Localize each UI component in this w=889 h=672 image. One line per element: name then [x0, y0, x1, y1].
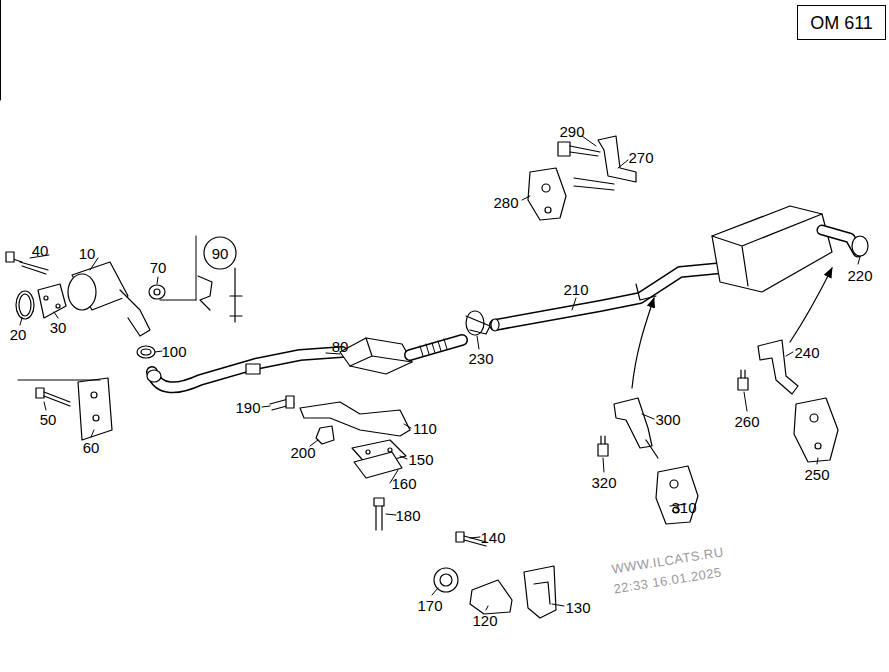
callout-circle: 90	[203, 236, 237, 270]
callout-number: 140	[480, 530, 505, 545]
callout-number: 30	[50, 320, 67, 335]
callout-number: 200	[290, 445, 315, 460]
callout-number: 160	[391, 476, 416, 491]
callout-number: 60	[83, 440, 100, 455]
callout-number: 10	[79, 246, 96, 261]
callout-number: 130	[565, 600, 590, 615]
callout-number: 270	[628, 150, 653, 165]
callout-number: 320	[591, 475, 616, 490]
callout-number: 190	[235, 400, 260, 415]
callout-number: 120	[472, 613, 497, 628]
callout-number: 230	[468, 351, 493, 366]
callout-number: 260	[734, 414, 759, 429]
node-text: OM 611	[810, 14, 873, 32]
callout-number: 50	[40, 412, 57, 427]
callout-number: 250	[804, 467, 829, 482]
callout-number: 40	[32, 243, 49, 258]
callout-number: 150	[408, 452, 433, 467]
callout-number: 290	[559, 124, 584, 139]
callout-number: 300	[655, 412, 680, 427]
callout-number: 170	[417, 598, 442, 613]
callout-number: 310	[671, 500, 696, 515]
callout-number: 20	[10, 327, 27, 342]
callout-number: 110	[413, 421, 437, 436]
callout-number: 100	[161, 344, 186, 359]
callout-number: 280	[493, 195, 518, 210]
title-box: OM 611	[797, 5, 886, 40]
callout-number: 210	[563, 282, 588, 297]
callout-number: 220	[847, 268, 872, 283]
node-text: 90	[212, 246, 229, 261]
callout-number: 70	[150, 260, 167, 275]
callout-number: 80	[332, 339, 349, 354]
callout-number: 240	[794, 345, 819, 360]
callout-number: 180	[395, 508, 420, 523]
